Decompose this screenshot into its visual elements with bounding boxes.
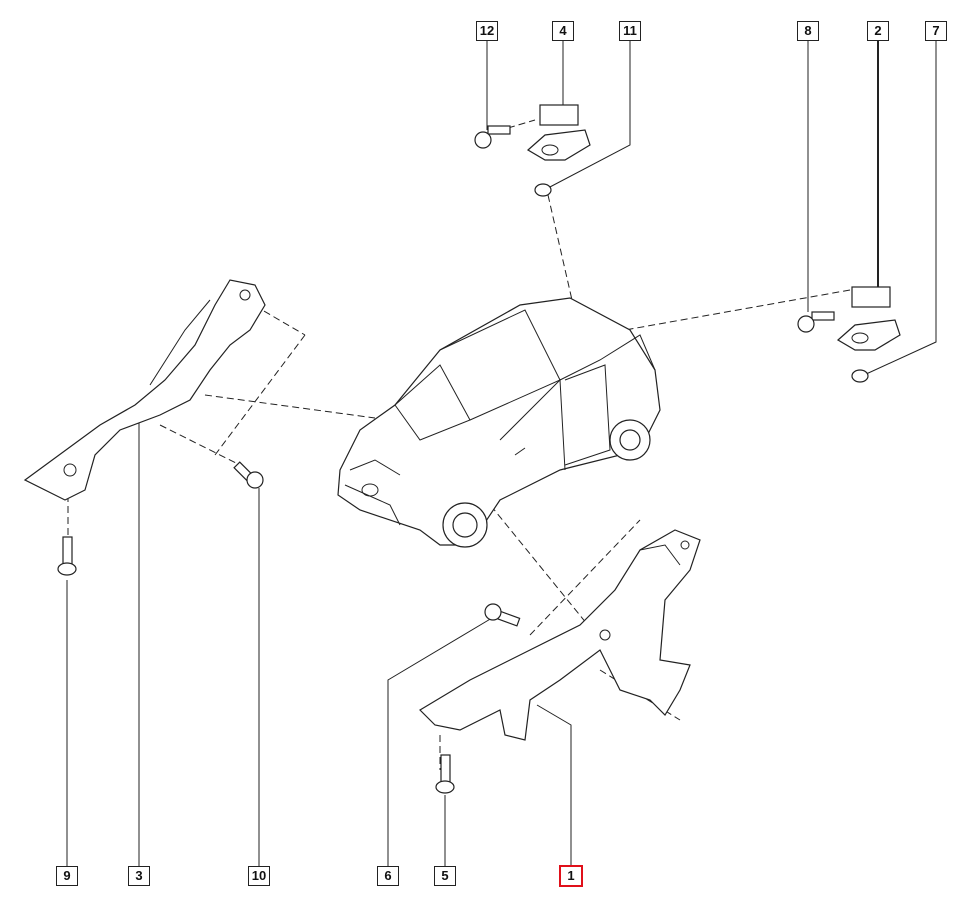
part-label-7[interactable]: 7 [925,21,947,41]
part-label-9[interactable]: 9 [56,866,78,886]
part-9-bolt [57,536,77,576]
part-5-bolt [435,754,455,794]
part-2-hinge [836,286,901,351]
leader-lines [66,40,937,866]
assembly-lines [67,119,851,770]
car-illustration [337,297,661,548]
part-label-3[interactable]: 3 [128,866,150,886]
part-label-6[interactable]: 6 [377,866,399,886]
part-label-12[interactable]: 12 [476,21,498,41]
part-1-bracket [419,529,701,741]
part-label-1-highlighted[interactable]: 1 [559,865,583,887]
part-8-bolt [797,311,835,333]
part-3-bracket [23,279,266,501]
part-7-nut [851,369,869,383]
part-4-hinge [526,104,591,161]
part-label-4[interactable]: 4 [552,21,574,41]
part-6-bolt [484,603,521,627]
part-label-8[interactable]: 8 [797,21,819,41]
part-11-nut [534,183,552,197]
part-12-bolt [474,125,511,149]
part-label-11[interactable]: 11 [619,21,641,41]
part-10-bolt [233,461,264,489]
part-label-5[interactable]: 5 [434,866,456,886]
fasteners [57,125,869,794]
part-label-10[interactable]: 10 [248,866,270,886]
part-label-2[interactable]: 2 [867,21,889,41]
